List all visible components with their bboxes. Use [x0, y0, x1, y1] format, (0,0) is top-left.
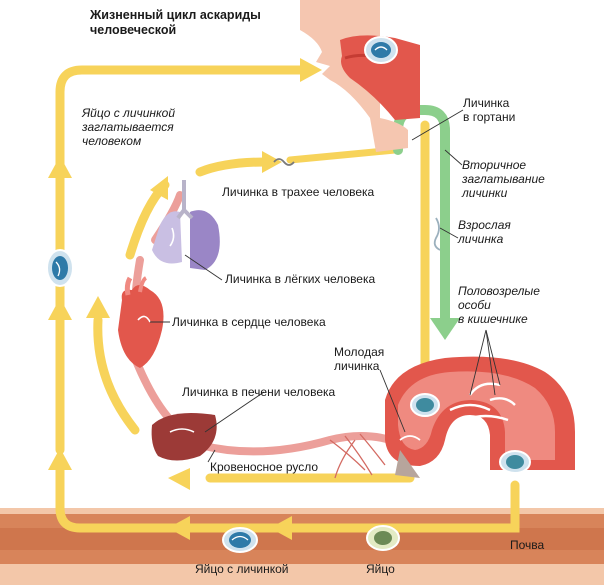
label-egg-swallowed: Яйцо с личинкой заглатывается человеком — [82, 106, 175, 148]
arrow-left-up-to-mouth — [55, 65, 305, 455]
adult-larva-icon — [433, 217, 441, 251]
egg-intestine-left — [410, 393, 440, 417]
label-egg-with-larva: Яйцо с личинкой — [195, 562, 289, 576]
arrowhead-left-upper — [48, 156, 72, 178]
diagram-title: Жизненный цикл аскариды человеческой — [90, 8, 261, 38]
label-larva-trachea: Личинка в трахее человека — [222, 185, 375, 199]
label-larva-liver: Личинка в печени человека — [182, 385, 336, 399]
label-egg-swallowed-line-1: Яйцо с личинкой — [82, 106, 175, 120]
soil-layer — [0, 508, 604, 585]
label-secondary-swallow-line-3: личинки — [462, 186, 508, 200]
label-mature-intestine: Половозрелые особи в кишечнике — [458, 284, 540, 326]
arrow-liver-to-heart — [93, 315, 140, 435]
label-larva-larynx: Личинка в гортани — [463, 96, 515, 124]
label-egg: Яйцо — [366, 562, 395, 576]
label-egg-swallowed-line-2: заглатывается — [82, 120, 174, 134]
title-line-2: человеческой — [90, 23, 177, 37]
young-larva-icon — [399, 435, 421, 441]
arrowhead-mouth — [300, 58, 322, 82]
arrowhead-to-trachea — [262, 151, 282, 173]
arrowhead-to-liver — [168, 468, 190, 490]
label-young-larva-line-2: личинка — [334, 359, 380, 373]
label-secondary-swallow-line-2: заглатывание — [462, 172, 545, 186]
arrowhead-to-heart — [86, 296, 110, 318]
lungs — [152, 180, 220, 270]
label-adult-larva-line-2: личинка — [458, 232, 504, 246]
label-adult-larva-line-1: Взрослая — [458, 218, 511, 232]
label-larva-heart: Личинка в сердце человека — [172, 315, 326, 329]
label-larva-lungs: Личинка в лёгких человека — [225, 272, 376, 286]
label-egg-swallowed-line-3: человеком — [82, 134, 142, 148]
green-arrowhead — [430, 318, 460, 340]
label-larva-larynx-line-1: Личинка — [463, 96, 510, 110]
label-soil: Почва — [510, 538, 545, 552]
intestine — [385, 356, 575, 478]
arrow-intestine-to-soil — [245, 480, 520, 533]
label-adult-larva: Взрослая личинка — [458, 218, 511, 246]
label-secondary-swallow-line-1: Вторичное — [462, 158, 527, 172]
liver — [151, 412, 217, 461]
human-head-profile — [300, 0, 420, 152]
egg-mouth — [364, 36, 398, 64]
vessel-branches — [329, 433, 386, 479]
larva-squiggles — [273, 158, 441, 441]
heart — [118, 276, 164, 368]
label-larva-larynx-line-2: в гортани — [463, 110, 516, 124]
title-line-1: Жизненный цикл аскариды — [90, 8, 261, 22]
arrowhead-to-lungs — [150, 176, 168, 200]
label-young-larva-line-1: Молодая — [334, 345, 385, 359]
label-secondary-swallow: Вторичное заглатывание личинки — [462, 158, 545, 200]
egg-soil — [366, 525, 400, 551]
label-mature-intestine-line-3: в кишечнике — [458, 312, 528, 326]
egg-with-larva-soil — [222, 527, 258, 553]
egg-intestine-right — [499, 450, 531, 474]
pointer-lines — [150, 109, 501, 463]
arrow-soil-to-left — [55, 460, 255, 533]
yellow-arrowheads — [48, 58, 437, 540]
label-mature-intestine-line-1: Половозрелые — [458, 284, 540, 298]
arrowhead-left-mid — [48, 298, 72, 320]
larva-trachea-icon — [273, 158, 295, 166]
arrowhead-soil-2 — [168, 516, 190, 540]
label-bloodstream: Кровеносное русло — [210, 460, 319, 474]
arrowhead-left-lower — [48, 448, 72, 470]
egg-left-path — [46, 249, 74, 287]
label-young-larva: Молодая личинка — [334, 345, 384, 373]
arrow-lungs-to-trachea — [195, 157, 270, 177]
arrowhead-soil-1 — [270, 516, 292, 540]
label-mature-intestine-line-2: особи — [458, 298, 491, 312]
